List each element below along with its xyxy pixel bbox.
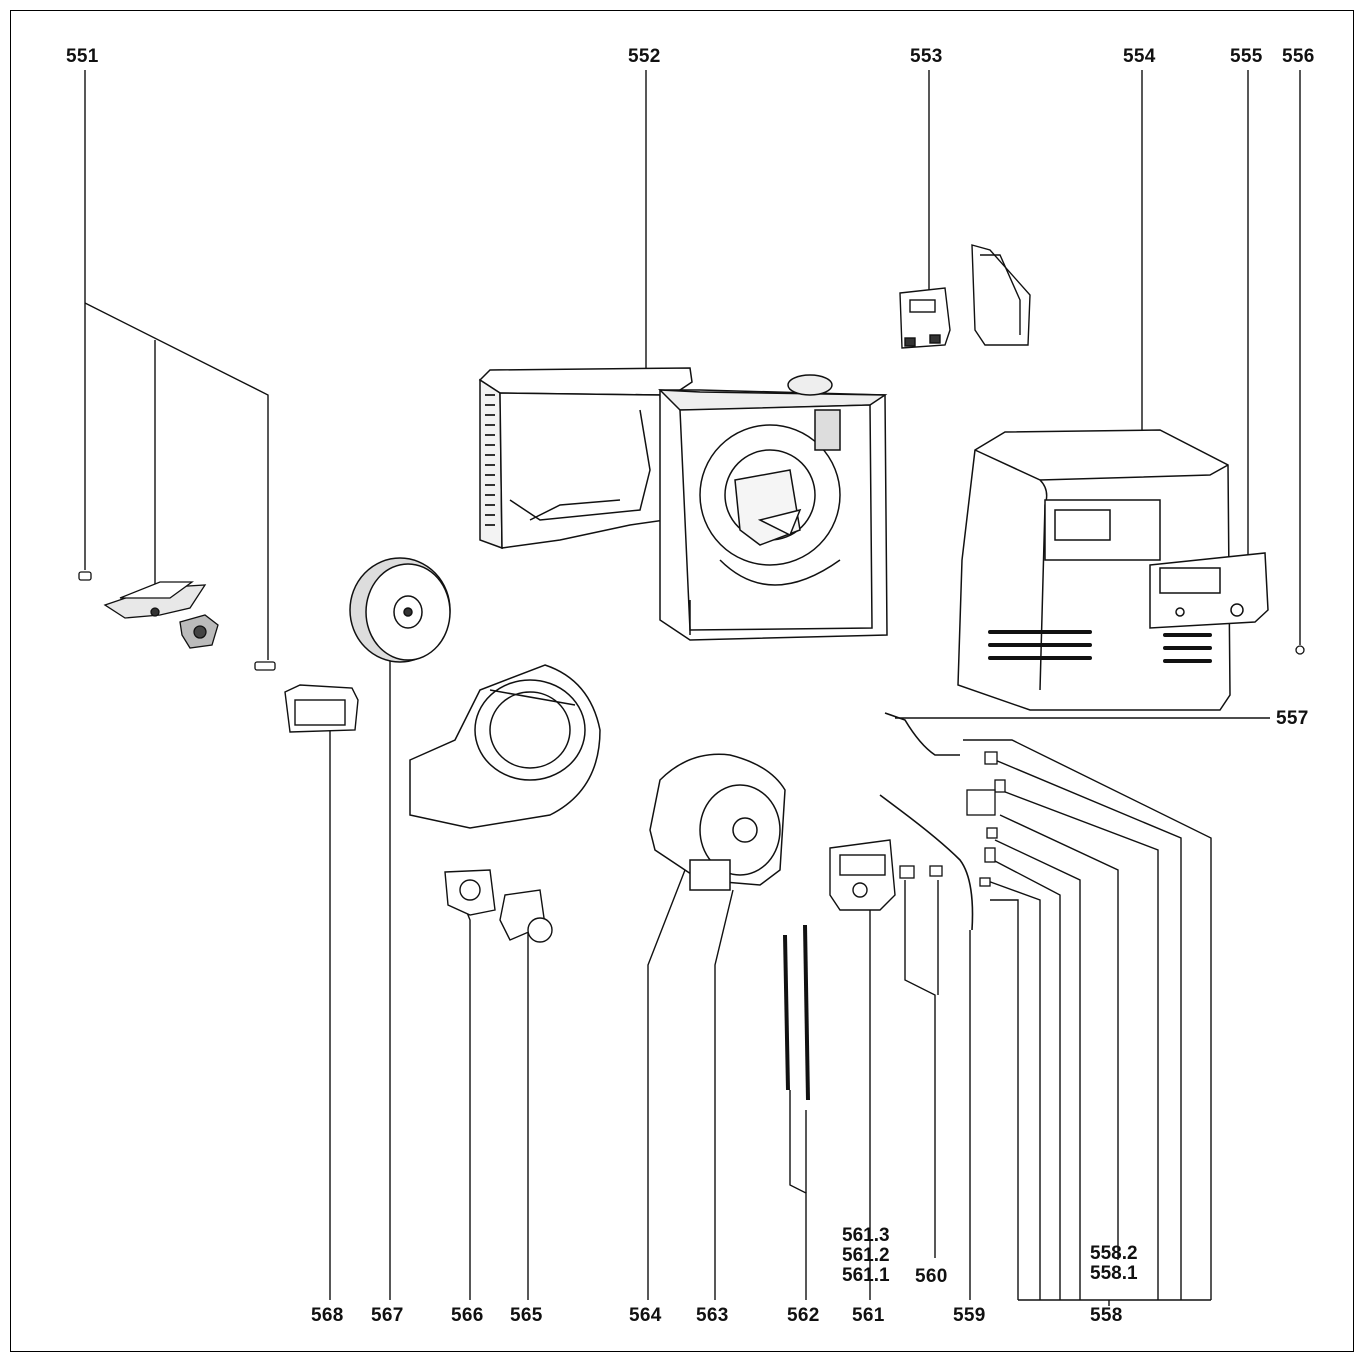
label-563: 563 xyxy=(696,1305,729,1326)
label-566: 566 xyxy=(451,1305,484,1326)
diagram-frame xyxy=(10,10,1354,1352)
label-551: 551 xyxy=(66,46,99,67)
label-561-2: 561.2 xyxy=(842,1245,890,1266)
label-559: 559 xyxy=(953,1305,986,1326)
label-567: 567 xyxy=(371,1305,404,1326)
part-557 xyxy=(879,712,974,931)
label-568: 568 xyxy=(311,1305,344,1326)
label-561-1: 561.1 xyxy=(842,1265,890,1286)
motor-plate xyxy=(409,664,601,829)
label-558-1: 558.1 xyxy=(1090,1263,1138,1284)
label-stack-561: 561.3 561.2 561.1 xyxy=(842,1226,890,1286)
label-stack-558: 558.2 558.1 xyxy=(1090,1244,1138,1284)
label-552: 552 xyxy=(628,46,661,67)
label-565: 565 xyxy=(510,1305,543,1326)
label-560: 560 xyxy=(915,1266,948,1287)
label-564: 564 xyxy=(629,1305,662,1326)
label-557: 557 xyxy=(1276,708,1309,729)
label-553: 553 xyxy=(910,46,943,67)
part-556 xyxy=(1295,645,1305,655)
part-558 xyxy=(899,751,1006,887)
part-568 xyxy=(284,684,359,733)
part-554 xyxy=(957,429,1231,711)
label-558-2: 558.2 xyxy=(1090,1243,1138,1264)
part-565-566 xyxy=(444,869,553,943)
part-551 xyxy=(78,571,276,671)
part-553 xyxy=(899,244,1031,349)
part-561 xyxy=(829,839,896,911)
part-562 xyxy=(783,924,810,1101)
motor xyxy=(649,753,786,891)
leader-lines xyxy=(84,70,1301,1306)
label-556: 556 xyxy=(1282,46,1315,67)
part-555 xyxy=(1149,552,1269,629)
label-554: 554 xyxy=(1123,46,1156,67)
part-552 xyxy=(478,367,888,641)
label-561: 561 xyxy=(852,1305,885,1326)
label-562: 562 xyxy=(787,1305,820,1326)
label-561-3: 561.3 xyxy=(842,1225,890,1246)
part-567 xyxy=(349,557,451,663)
label-558: 558 xyxy=(1090,1305,1123,1326)
label-555: 555 xyxy=(1230,46,1263,67)
